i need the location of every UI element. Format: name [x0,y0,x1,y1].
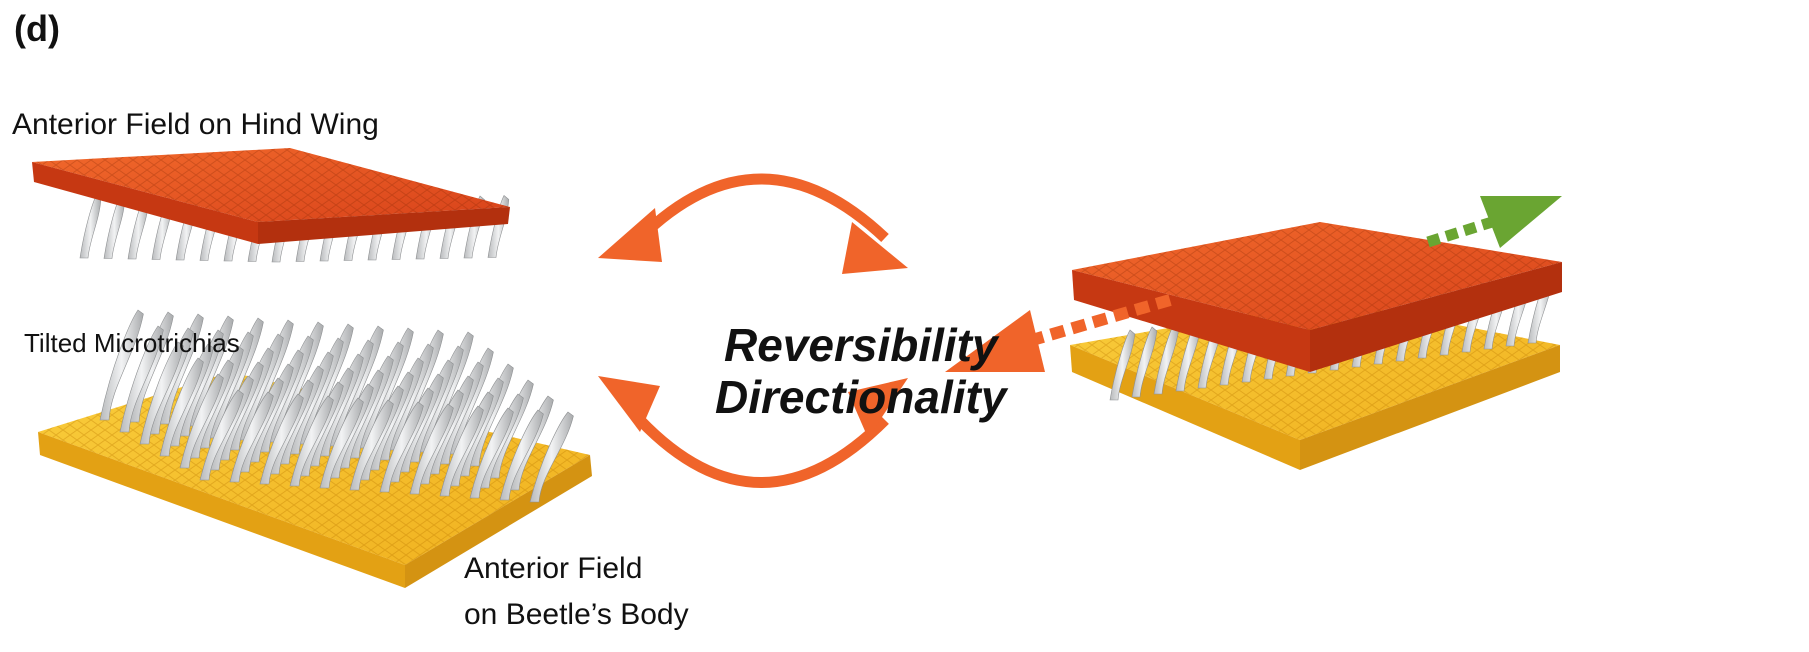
microtrichia-hair [1131,326,1158,398]
microtrichia-hair [379,401,424,493]
microtrichia-hair [179,373,224,469]
body-label-line1: Anterior Field [464,552,643,585]
arrowheads-center [598,208,908,438]
slide-arrow-orange [945,294,1172,372]
microtrichia-hair [499,409,544,501]
panel-label: (d) [14,8,60,49]
microtrichia-hair [119,325,164,433]
reversibility-arrows [636,173,889,488]
microtrichia-hair [409,403,454,495]
assembled-stack-right [1070,222,1562,470]
microtrichia-hair [289,395,334,487]
microtrichia-hair [319,397,364,489]
body-label-line2: on Beetle’s Body [464,598,689,631]
microtrichia-hair [439,405,484,497]
microtrichia-hair [229,391,274,483]
directionality-text: Directionality [715,371,1007,423]
microtrichia-hair [99,309,144,421]
microtrichia-hair [529,411,574,503]
microtrichia-hair [159,357,204,457]
microtrichia-label: Tilted Microtrichias [24,328,240,358]
microtrichia-hair [259,393,304,485]
microtrichia-left [99,309,574,503]
microtrichia-hair [79,195,102,259]
microtrichia-hair [199,389,244,481]
microtrichia-hair [1109,329,1136,401]
slide-arrow-green [1426,196,1562,248]
hind-wing-label: Anterior Field on Hind Wing [12,108,379,141]
wing-layer-left [32,148,510,263]
microtrichia-hair [469,407,514,499]
microtrichia-hair [349,399,394,491]
microtrichia-hair [139,341,184,445]
reversibility-text: Reversibility [724,319,998,371]
